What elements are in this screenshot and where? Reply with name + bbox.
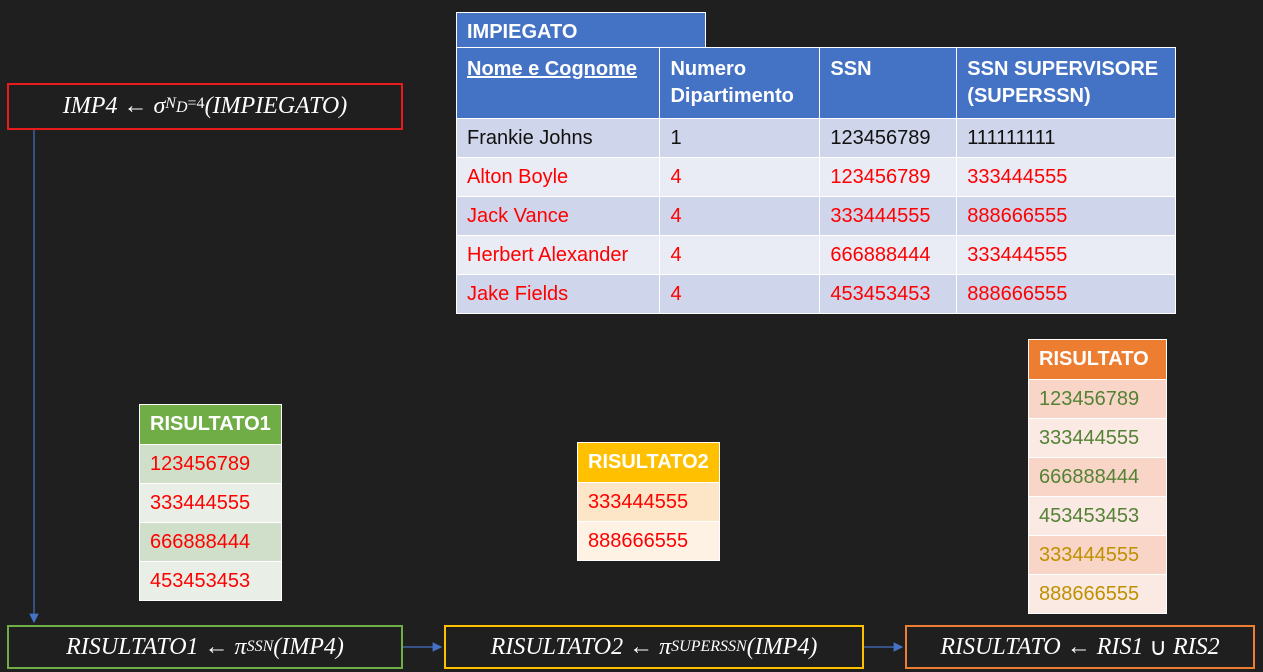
- cell-ssn: 453453453: [819, 274, 958, 314]
- cell-dipartimento: 4: [659, 235, 821, 275]
- cell-value: 333444555: [1028, 418, 1167, 458]
- cell-value: 333444555: [139, 483, 282, 523]
- cell-nome: Jack Vance: [455, 196, 661, 236]
- cell-value: 333444555: [577, 482, 720, 522]
- column-header-nome: Nome e Cognome: [455, 47, 661, 119]
- cell-nome: Herbert Alexander: [455, 235, 661, 275]
- column-header-dipartimento: Numero Dipartimento: [659, 47, 821, 119]
- cell-nome: Jake Fields: [455, 274, 661, 314]
- impiegato-header-row: Nome e Cognome Numero Dipartimento SSN S…: [455, 47, 1176, 119]
- cell-ssn: 666888444: [819, 235, 958, 275]
- impiegato-table-title: IMPIEGATO: [456, 12, 706, 48]
- cell-dipartimento: 4: [659, 274, 821, 314]
- table-row: 333444555: [1028, 535, 1167, 575]
- cell-ssn: 123456789: [819, 157, 958, 197]
- risultato-table: RISULTATO 123456789 333444555 666888444 …: [1028, 339, 1167, 614]
- cell-value: 453453453: [139, 561, 282, 601]
- table-row: 123456789: [1028, 379, 1167, 419]
- risultato-header: RISULTATO: [1028, 339, 1167, 380]
- cell-value: 888666555: [1028, 574, 1167, 614]
- table-row: 453453453: [1028, 496, 1167, 536]
- cell-superssn: 888666555: [956, 196, 1176, 236]
- cell-dipartimento: 4: [659, 157, 821, 197]
- cell-ssn: 123456789: [819, 118, 958, 158]
- cell-value: 453453453: [1028, 496, 1167, 536]
- cell-value: 333444555: [1028, 535, 1167, 575]
- table-row: 666888444: [139, 522, 282, 562]
- cell-value: 888666555: [577, 521, 720, 561]
- cell-nome: Alton Boyle: [455, 157, 661, 197]
- table-row: 333444555: [1028, 418, 1167, 458]
- cell-superssn: 888666555: [956, 274, 1176, 314]
- risultato-union-formula: RISULTATO ← RIS1 ∪ RIS2: [905, 625, 1255, 669]
- column-header-ssn: SSN: [819, 47, 958, 119]
- cell-value: 123456789: [139, 444, 282, 484]
- cell-superssn: 111111111: [956, 118, 1176, 158]
- table-row: Herbert Alexander 4 666888444 333444555: [455, 235, 1176, 275]
- table-row: 888666555: [1028, 574, 1167, 614]
- cell-ssn: 333444555: [819, 196, 958, 236]
- risultato1-table: RISULTATO1 123456789 333444555 666888444…: [139, 404, 282, 601]
- impiegato-table: Nome e Cognome Numero Dipartimento SSN S…: [455, 47, 1176, 314]
- cell-value: 666888444: [139, 522, 282, 562]
- table-row: 888666555: [577, 521, 720, 561]
- cell-superssn: 333444555: [956, 157, 1176, 197]
- cell-dipartimento: 4: [659, 196, 821, 236]
- cell-superssn: 333444555: [956, 235, 1176, 275]
- risultato1-header: RISULTATO1: [139, 404, 282, 445]
- table-row: 453453453: [139, 561, 282, 601]
- table-row: 333444555: [577, 482, 720, 522]
- column-header-superssn: SSN SUPERVISORE (SUPERSSN): [956, 47, 1176, 119]
- table-row: Jake Fields 4 453453453 888666555: [455, 274, 1176, 314]
- risultato2-header: RISULTATO2: [577, 442, 720, 483]
- table-row: 333444555: [139, 483, 282, 523]
- cell-nome: Frankie Johns: [455, 118, 661, 158]
- table-row: Jack Vance 4 333444555 888666555: [455, 196, 1176, 236]
- table-row: Alton Boyle 4 123456789 333444555: [455, 157, 1176, 197]
- table-row: Frankie Johns 1 123456789 111111111: [455, 118, 1176, 158]
- cell-dipartimento: 1: [659, 118, 821, 158]
- table-row: 123456789: [139, 444, 282, 484]
- cell-value: 666888444: [1028, 457, 1167, 497]
- risultato2-table: RISULTATO2 333444555 888666555: [577, 442, 720, 561]
- cell-value: 123456789: [1028, 379, 1167, 419]
- table-row: 666888444: [1028, 457, 1167, 497]
